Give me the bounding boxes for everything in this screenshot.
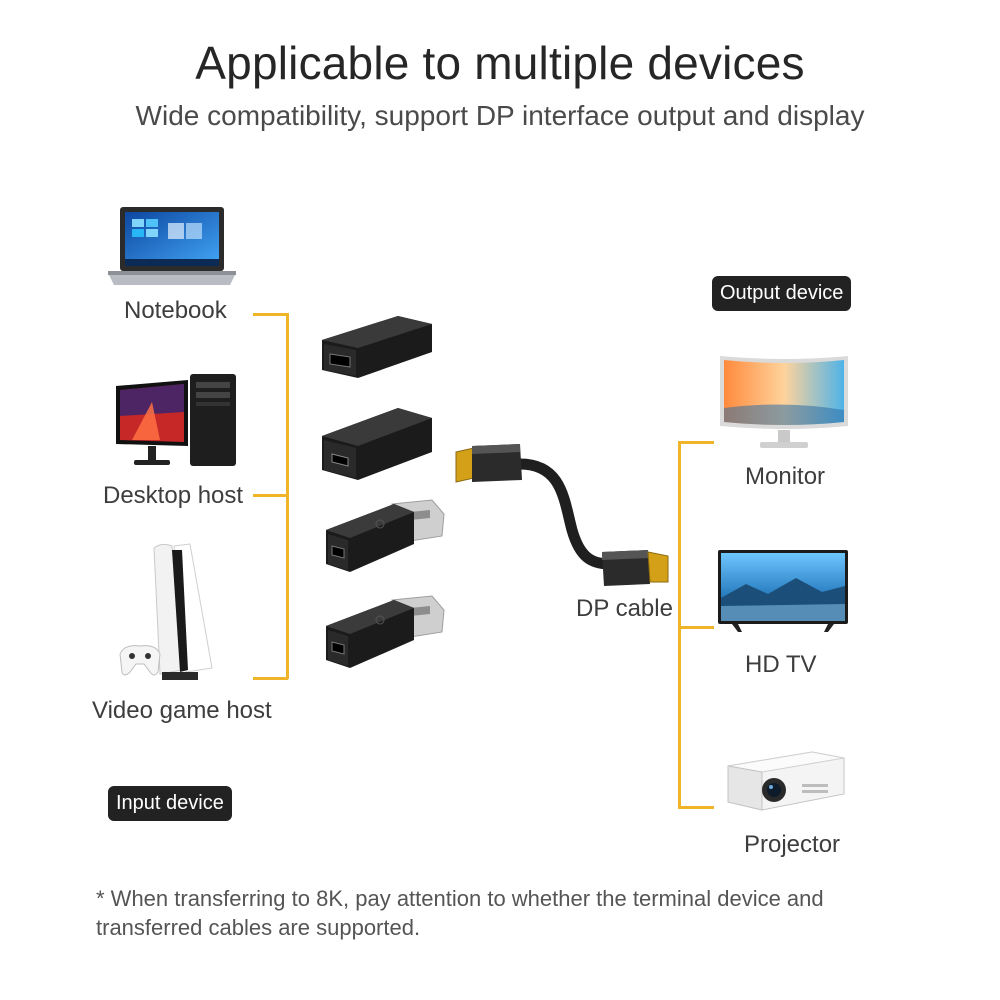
laptop-icon — [108, 207, 236, 285]
usb-male-adapter-icon — [326, 595, 445, 668]
page-title: Applicable to multiple devices — [195, 37, 805, 89]
input-bracket-bottom — [253, 677, 288, 680]
television-icon — [718, 550, 848, 632]
device-label-hd-tv: HD TV — [745, 651, 817, 678]
usb-male-adapter-icon — [326, 499, 445, 572]
device-label-monitor: Monitor — [745, 463, 826, 490]
curved-monitor-icon — [720, 356, 848, 448]
projector-icon — [727, 751, 845, 811]
page-subtitle: Wide compatibility, support DP interface… — [135, 100, 865, 131]
device-label-projector: Projector — [744, 831, 841, 858]
device-label-desktop-host: Desktop host — [103, 482, 244, 509]
device-label-notebook: Notebook — [124, 297, 227, 324]
input-bracket-top — [253, 313, 288, 316]
input-device-badge: Input device — [108, 786, 232, 821]
output-bracket-top — [678, 441, 714, 444]
desktop-computer-icon — [116, 374, 236, 466]
game-console-icon — [119, 543, 213, 680]
footnote: * When transferring to 8K, pay attention… — [96, 886, 824, 940]
input-bracket-middle — [253, 494, 288, 497]
output-bracket-vertical — [678, 441, 681, 808]
output-device-badge: Output device — [712, 276, 852, 311]
female-female-mini-port-icon — [322, 408, 432, 480]
device-label-video-game-host: Video game host — [92, 697, 272, 724]
output-bracket-bottom — [678, 806, 714, 809]
output-bracket-middle — [678, 626, 714, 629]
female-female-coupler-icon — [322, 316, 432, 378]
dp-cable-icon — [455, 444, 669, 586]
dp-cable-label: DP cable — [576, 595, 673, 622]
